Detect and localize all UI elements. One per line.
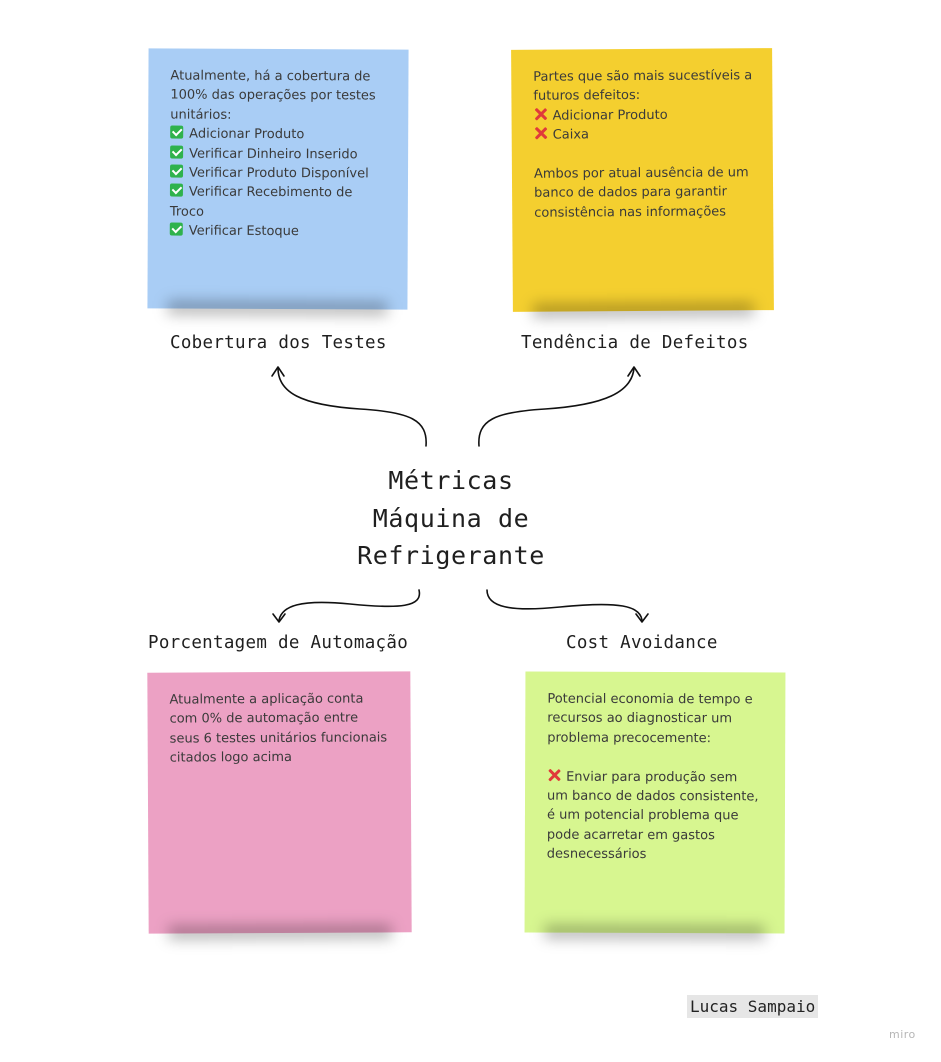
note-line: Verificar Produto Disponível	[170, 164, 388, 184]
note-line: problema precocemente:	[547, 728, 765, 748]
center-title-line: Refrigerante	[357, 541, 545, 570]
note-line-text: 100% das operações por testes	[170, 87, 376, 104]
note-line: futuros defeitos:	[533, 86, 752, 107]
center-title-line: Métricas	[388, 466, 514, 495]
brand-watermark: miro	[889, 1028, 916, 1041]
note-line-text: Potencial economia de tempo e	[547, 691, 753, 708]
note-line-text: é um potencial problema que	[546, 808, 739, 824]
arrowhead-coverage	[271, 366, 285, 377]
note-line-text: recursos ao diagnosticar um	[547, 711, 733, 727]
author-tag[interactable]: Lucas Sampaio	[687, 995, 819, 1018]
note-line-text: banco de dados para garantir	[534, 184, 728, 202]
sticky-note-defects[interactable]: Partes que são mais sucestíveis a futuros…	[511, 48, 774, 312]
arrowhead-automation	[272, 613, 286, 623]
note-line-text: problema precocemente:	[547, 730, 712, 747]
label-cost-avoidance[interactable]: Cost Avoidance	[566, 633, 718, 653]
note-line: 100% das operações por testes	[170, 86, 388, 106]
note-line: Adicionar Produto	[533, 105, 752, 126]
note-line: um banco de dados consistente,	[547, 787, 765, 807]
arrow-to-automation	[278, 589, 421, 621]
note-line: Verificar Dinheiro Inserido	[170, 144, 388, 164]
note-line-text: Ambos por atual ausência de um	[533, 165, 749, 182]
note-line	[534, 144, 753, 165]
note-line-text: Verificar Dinheiro Inserido	[189, 146, 358, 162]
cross-icon	[534, 127, 547, 140]
note-line-text: Adicionar Produto	[189, 126, 305, 143]
note-line: pode acarretar em gastos	[547, 825, 765, 845]
note-line-text: Verificar Produto Disponível	[188, 165, 369, 182]
note-line: unitários:	[170, 105, 388, 125]
cross-icon	[533, 107, 546, 120]
note-line: Atualmente, há a cobertura de	[170, 67, 388, 87]
label-coverage[interactable]: Cobertura dos Testes	[170, 333, 387, 353]
note-line-text: seus 6 testes unitários funcionais	[169, 730, 388, 747]
sticky-note-coverage[interactable]: Atualmente, há a cobertura de 100% das op…	[147, 48, 409, 310]
note-line: seus 6 testes unitários funcionais	[170, 728, 391, 749]
note-line: Ambos por atual ausência de um	[534, 163, 753, 184]
note-line: citados logo acima	[170, 748, 391, 769]
note-line-text: Caixa	[552, 127, 590, 143]
sticky-note-cost-avoidance[interactable]: Potencial economia de tempo e recursos ao…	[524, 671, 786, 934]
note-line: Verificar Recebimento de	[169, 183, 388, 203]
note-line-text: Verificar Recebimento de	[188, 185, 353, 201]
label-automation[interactable]: Porcentagem de Automação	[148, 633, 409, 653]
note-line: Partes que são mais sucestíveis a	[533, 66, 752, 87]
note-line: Atualmente a aplicação conta	[169, 689, 390, 710]
arrow-to-coverage	[277, 367, 427, 447]
note-line-text: pode acarretar em gastos	[546, 827, 715, 844]
note-line: Verificar Estoque	[169, 222, 388, 242]
cross-icon	[547, 768, 560, 781]
note-line-text: Adicionar Produto	[552, 107, 668, 124]
check-icon	[170, 145, 184, 159]
note-line-text: Troco	[169, 204, 205, 220]
note-line: recursos ao diagnosticar um	[547, 709, 765, 729]
note-line: banco de dados para garantir	[534, 183, 753, 204]
check-icon	[169, 183, 183, 198]
arrowhead-cost	[635, 613, 649, 623]
check-icon	[169, 222, 183, 236]
note-line-text: consistência nas informações	[534, 204, 727, 221]
note-line: Adicionar Produto	[170, 125, 388, 145]
note-line-text: Atualmente a aplicação conta	[169, 691, 364, 708]
note-line-text: um banco de dados consistente,	[546, 788, 759, 805]
note-line-text: desnecessários	[546, 846, 647, 863]
check-icon	[170, 164, 184, 178]
arrowhead-defects	[627, 366, 641, 377]
note-line-text: Verificar Estoque	[188, 223, 299, 240]
sticky-note-automation[interactable]: Atualmente a aplicação conta com 0% de au…	[147, 671, 412, 934]
note-line: é um potencial problema que	[547, 806, 765, 826]
arrow-to-defects	[478, 367, 635, 447]
note-line-text: unitários:	[170, 107, 232, 123]
note-line-text: com 0% de automação entre	[169, 710, 359, 727]
note-line: Potencial economia de tempo e	[547, 690, 765, 710]
note-line-text: futuros defeitos:	[533, 88, 641, 105]
center-title: Métricas Máquina de Refrigerante	[300, 462, 602, 575]
note-line-text: Atualmente, há a cobertura de	[170, 68, 371, 85]
label-defects[interactable]: Tendência de Defeitos	[521, 333, 749, 353]
note-line: com 0% de automação entre	[170, 709, 391, 730]
note-line: desnecessários	[547, 845, 765, 865]
note-line: Caixa	[534, 124, 753, 145]
note-line: Troco	[170, 202, 388, 222]
note-line-text: citados logo acima	[169, 750, 293, 766]
note-line: Enviar para produção sem	[547, 767, 765, 787]
note-line: consistência nas informações	[534, 202, 753, 223]
check-icon	[170, 125, 184, 139]
note-line-text: Partes que são mais sucestíveis a	[533, 68, 753, 85]
note-line-text: Enviar para produção sem	[566, 769, 738, 785]
arrow-to-cost	[486, 589, 643, 621]
center-title-line: Máquina de	[372, 503, 530, 533]
note-line	[547, 748, 765, 768]
